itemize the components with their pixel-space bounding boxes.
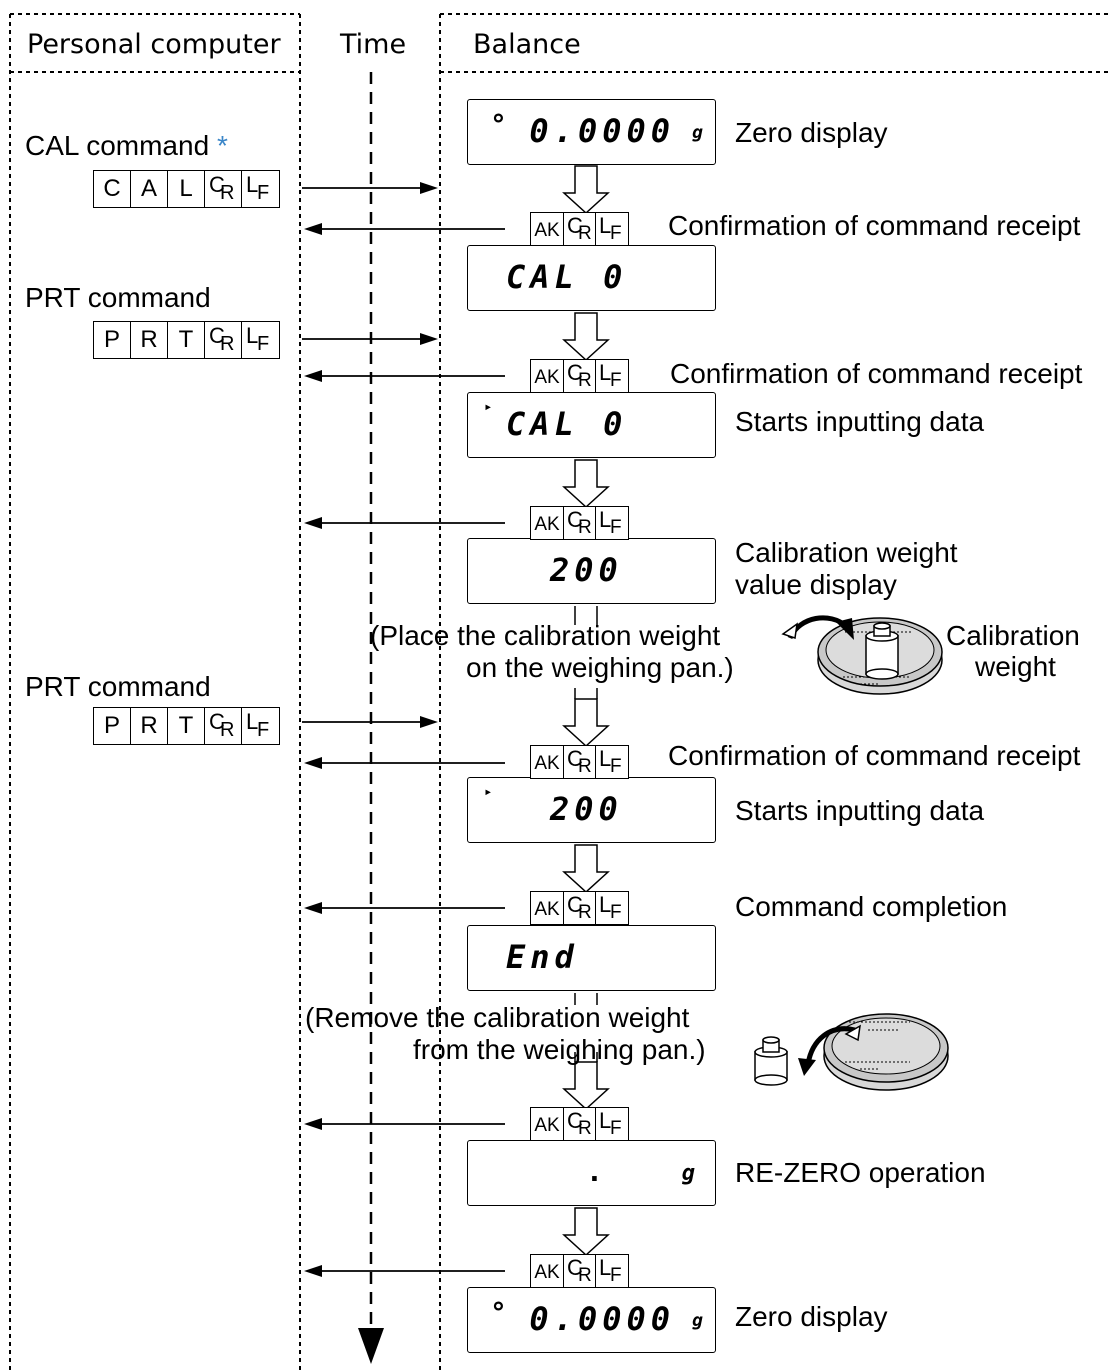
zero-display-label: Zero display <box>735 117 888 148</box>
end-display: End <box>467 925 716 991</box>
cal0-display-2: ▸ CAL 0 <box>467 392 716 458</box>
place-note-line-1: (Place the calibration weight <box>370 620 721 651</box>
starts-input-label: Starts inputting data <box>735 406 985 437</box>
weighing-pan-remove-icon <box>754 1013 949 1091</box>
display-unit: g <box>681 1161 695 1186</box>
display-point: . <box>586 1155 608 1188</box>
cal-command-label: CAL command * <box>25 130 228 161</box>
weight-input-display: ▸ 200 <box>467 777 716 843</box>
cal-weight-label-2: weight <box>975 651 1056 682</box>
asterisk-icon: * <box>216 130 228 161</box>
confirmation-label: Confirmation of command receipt <box>668 740 1081 771</box>
place-note-line-2: on the weighing pan.) <box>466 652 734 683</box>
zero-display-label: Zero display <box>735 1301 888 1332</box>
prt-command-label-1: PRT command <box>25 282 211 313</box>
display-unit: g <box>692 122 703 143</box>
remove-note-line-2: from the weighing pan.) <box>413 1034 706 1065</box>
cal-weight-label-1: Calibration <box>946 620 1080 651</box>
ack-code: AK <box>531 1255 564 1287</box>
time-arrowhead <box>358 1328 384 1364</box>
input-marker: ▸ <box>484 399 493 415</box>
command-char: C <box>94 171 131 207</box>
cal-weight-value-label-2: value display <box>735 569 897 600</box>
display-unit: g <box>692 1310 703 1331</box>
header-balance: Balance <box>473 29 581 60</box>
cal0-display-1: CAL 0 <box>467 245 716 311</box>
command-char: R <box>131 322 168 358</box>
command-char: T <box>168 322 205 358</box>
display-value: End <box>506 938 579 976</box>
ack-code: AK <box>531 360 564 392</box>
rezero-label: RE-ZERO operation <box>735 1157 986 1188</box>
confirmation-label: Confirmation of command receipt <box>670 358 1083 389</box>
zero-display-1: ° 0.0000 g <box>467 99 716 165</box>
input-marker: ▸ <box>484 784 493 800</box>
command-char: R <box>131 708 168 744</box>
weighing-pan-place-icon <box>781 615 943 695</box>
ack-code: AK <box>531 1108 564 1140</box>
header-time: Time <box>340 29 407 60</box>
ack-code: AK <box>531 892 564 924</box>
prt-command-label-2: PRT command <box>25 671 211 702</box>
command-char: L <box>168 171 205 207</box>
display-value: 0.0000 <box>529 112 675 150</box>
command-char: T <box>168 708 205 744</box>
command-char: P <box>94 322 131 358</box>
command-char: P <box>94 708 131 744</box>
ack-code: AK <box>531 507 564 539</box>
stable-mark: ° <box>490 108 512 141</box>
weight-value-display: 200 <box>467 538 716 604</box>
display-value: CAL 0 <box>506 405 628 443</box>
ack-code: AK <box>531 213 564 245</box>
zero-display-2: ° 0.0000 g <box>467 1287 716 1353</box>
confirmation-label: Confirmation of command receipt <box>668 210 1081 241</box>
command-char: A <box>131 171 168 207</box>
display-value: CAL 0 <box>506 258 628 296</box>
display-value: 0.0000 <box>529 1300 675 1338</box>
display-value: 200 <box>550 790 623 828</box>
ack-code: AK <box>531 746 564 778</box>
cal-weight-value-label-1: Calibration weight <box>735 537 958 568</box>
rezero-display: . g <box>467 1140 716 1206</box>
stable-mark: ° <box>490 1296 512 1329</box>
starts-input-label: Starts inputting data <box>735 795 985 826</box>
display-value: 200 <box>550 551 623 589</box>
command-completion-label: Command completion <box>735 891 1008 922</box>
remove-note-line-1: (Remove the calibration weight <box>305 1002 690 1033</box>
header-personal-computer: Personal computer <box>27 29 281 60</box>
